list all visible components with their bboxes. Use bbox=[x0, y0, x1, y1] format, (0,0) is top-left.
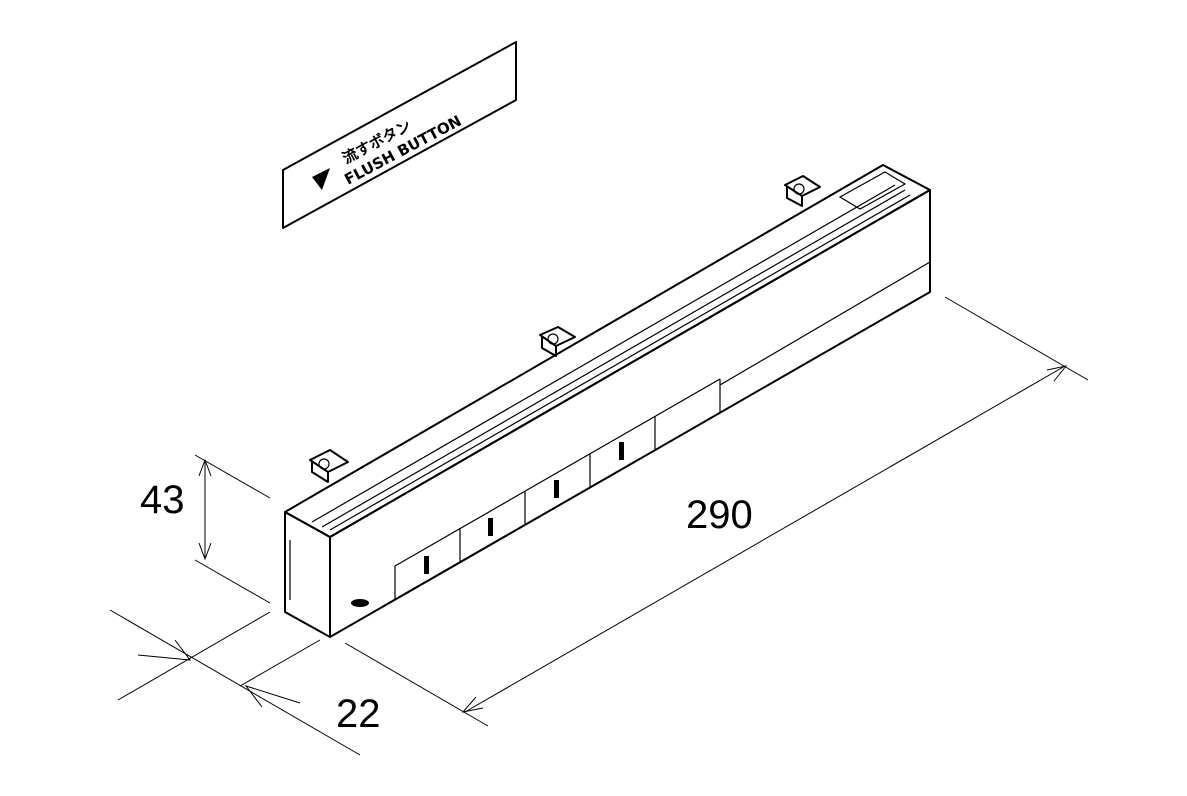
button-marker-3 bbox=[554, 480, 559, 498]
dimension-length: 290 bbox=[344, 296, 1089, 727]
button-marker-1 bbox=[424, 556, 429, 574]
mount-stud-2 bbox=[539, 326, 576, 357]
mount-stud-3 bbox=[784, 175, 821, 207]
indicator-led bbox=[351, 599, 369, 607]
flush-panel bbox=[284, 164, 931, 638]
panel-top-groove bbox=[311, 184, 911, 531]
button-bottom-edge bbox=[394, 412, 721, 601]
dimension-depth: 22 bbox=[109, 609, 381, 756]
dimension-height: 43 bbox=[140, 454, 271, 604]
button-row bbox=[394, 378, 721, 601]
label-plate-outline bbox=[282, 41, 517, 229]
dim-label-depth: 22 bbox=[336, 692, 381, 736]
dim-label-length: 290 bbox=[686, 493, 753, 537]
panel-end-face bbox=[284, 511, 331, 638]
status-window bbox=[838, 171, 907, 210]
panel-ledge bbox=[719, 261, 931, 386]
dim-label-height: 43 bbox=[140, 478, 185, 522]
mount-stud-1 bbox=[309, 449, 349, 483]
button-marker-4 bbox=[619, 442, 624, 460]
button-top-edge bbox=[394, 378, 721, 567]
down-triangle-icon bbox=[312, 168, 330, 190]
label-plate: 流すボタン FLUSH BUTTON bbox=[282, 41, 517, 229]
panel-front-face bbox=[329, 189, 931, 638]
button-marker-2 bbox=[488, 518, 493, 536]
